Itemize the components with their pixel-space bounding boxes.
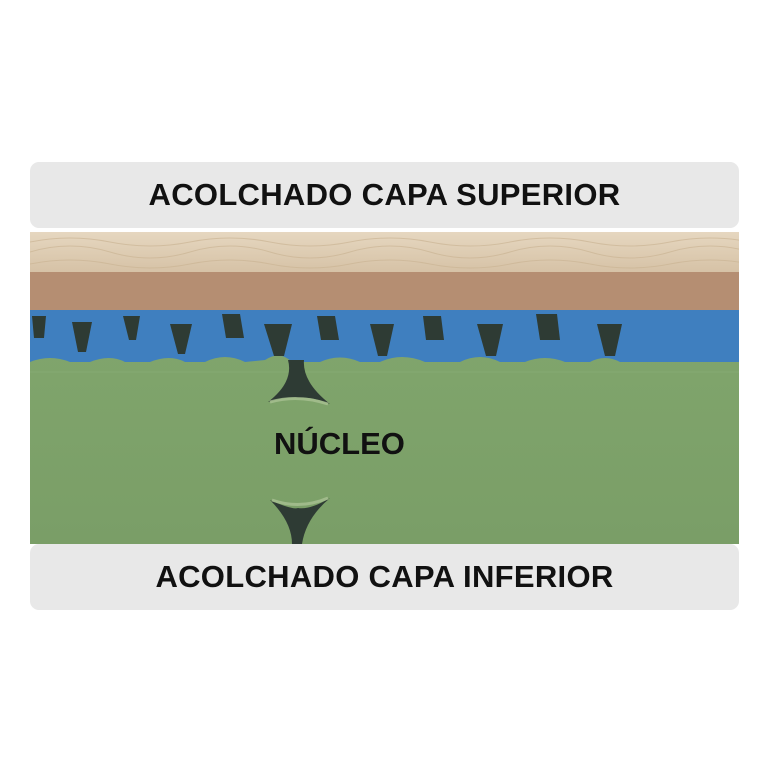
quilting-pattern (30, 237, 739, 269)
foam-cavities (32, 314, 622, 356)
core-notch-top (268, 360, 330, 404)
bottom-layer-label: ACOLCHADO CAPA INFERIOR (155, 559, 614, 594)
top-layer-label: ACOLCHADO CAPA SUPERIOR (148, 177, 621, 212)
core-foam-layer (30, 342, 739, 544)
felt-layer (30, 270, 739, 310)
quilted-top-layer (30, 232, 739, 272)
bottom-layer-label-band: ACOLCHADO CAPA INFERIOR (30, 544, 739, 610)
core-notch-bottom (270, 498, 330, 544)
mattress-cross-section (30, 232, 739, 544)
top-layer-label-band: ACOLCHADO CAPA SUPERIOR (30, 162, 739, 228)
core-label: NÚCLEO (274, 426, 405, 461)
